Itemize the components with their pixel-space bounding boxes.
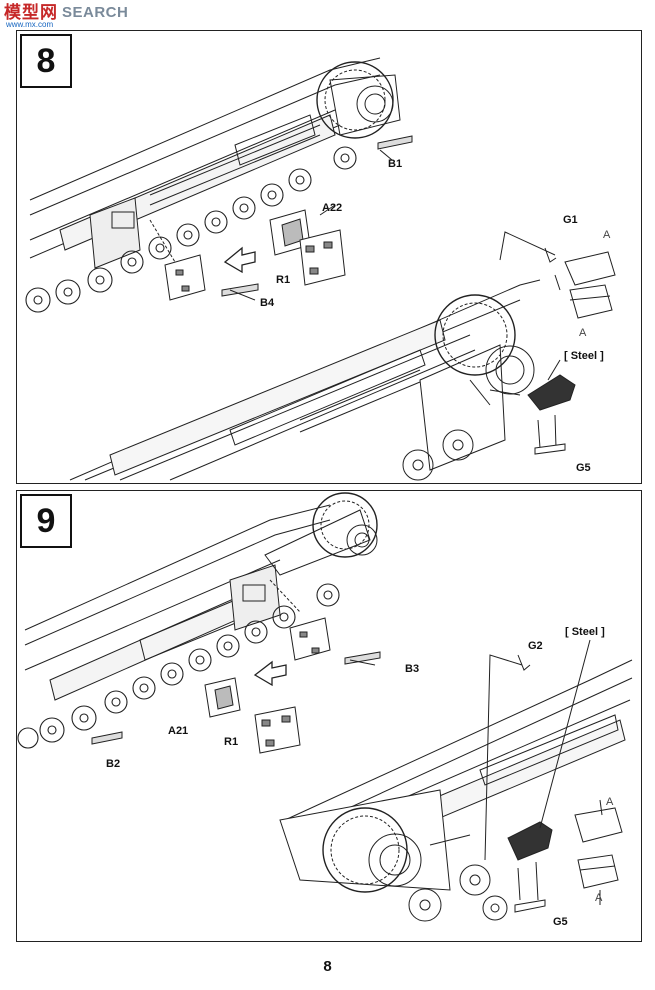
part-label-b1: B1 — [388, 158, 403, 170]
step-9-frame — [16, 490, 642, 942]
page-number: 8 — [323, 958, 332, 975]
step-9-upper-roadwheels — [17, 583, 340, 749]
part-label-a-bottom: A — [579, 327, 587, 339]
step-9-upper-parts — [91, 579, 381, 754]
part-label-a-bottom: A — [595, 892, 603, 904]
watermark: 模型网 SEARCH — [4, 4, 128, 32]
part-label-a-top: A — [606, 796, 614, 808]
watermark-url: www.mx.com — [6, 20, 54, 29]
step-9-lower-parts — [429, 639, 623, 913]
part-label-g1: G1 — [563, 214, 578, 226]
step-8-lower-sprocket — [402, 294, 535, 481]
part-label-b3: B3 — [405, 663, 420, 675]
part-label-g5: G5 — [576, 462, 591, 474]
part-label-g2: G2 — [528, 640, 543, 652]
part-label-r1: R1 — [276, 274, 291, 286]
watermark-logo: 模型网 — [4, 3, 58, 23]
step-9-lower-sprocket — [322, 807, 508, 922]
step-8-upper-parts — [149, 135, 413, 301]
part-label-a-top: A — [603, 229, 611, 241]
part-label-a21: A21 — [168, 725, 189, 737]
watermark-search-text: SEARCH — [62, 4, 129, 21]
step-8-number: 8 — [20, 34, 72, 88]
material-label-steel: [ Steel ] — [565, 626, 605, 638]
part-label-b2: B2 — [106, 758, 121, 770]
part-label-b4: B4 — [260, 297, 275, 309]
step-9-number: 9 — [20, 494, 72, 548]
step-8-frame — [16, 30, 642, 484]
part-label-g5: G5 — [553, 916, 568, 928]
step-8-upper-sprocket — [316, 61, 401, 139]
step-9-lower-hull — [279, 659, 633, 891]
step-8-lower-parts — [469, 231, 616, 455]
part-label-a22: A22 — [322, 202, 343, 214]
step-9-upper-sprocket — [312, 492, 378, 558]
step-8-upper-hull — [29, 57, 381, 269]
step-8-upper-roadwheels — [25, 146, 357, 313]
material-label-steel: [ Steel ] — [564, 350, 604, 362]
step-8-lower-hull — [69, 279, 541, 481]
part-label-r1: R1 — [224, 736, 239, 748]
